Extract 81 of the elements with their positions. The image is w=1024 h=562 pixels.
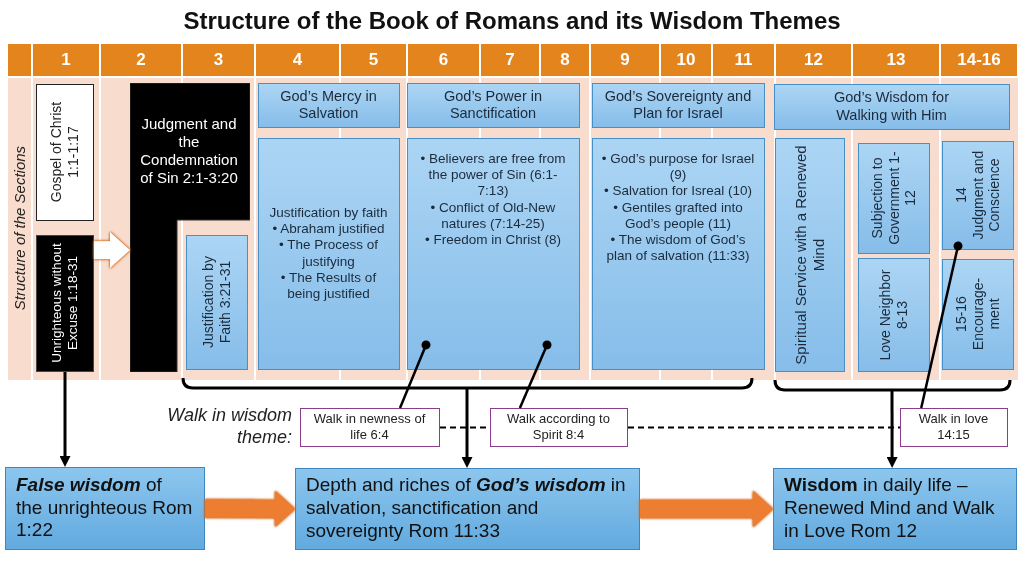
chapter-header: 1: [33, 44, 99, 76]
chapter-header: 7: [481, 44, 539, 76]
section-box: [130, 83, 250, 372]
chapter-header: 9: [591, 44, 659, 76]
block-arrow: [94, 232, 130, 269]
block-arrow: [204, 490, 295, 527]
heading-box: [592, 83, 765, 128]
walk-theme-text: Walk in newness of life 6:4: [312, 411, 427, 443]
summary-box: [5, 467, 205, 550]
chapter-header: 3: [183, 44, 254, 76]
list-item: • Conflict of Old-New natures (7:14-25): [429, 199, 557, 232]
list-item: • Freedom in Christ (8): [425, 231, 561, 249]
chapter-list-box: [258, 138, 400, 370]
heading-box: [774, 84, 1010, 130]
section-title: Encourage-ment: [969, 276, 1003, 353]
heading-text: God’s Sovereignty and Plan for Israel: [603, 87, 753, 123]
section-title: Justification by Faith 3:21-31: [199, 255, 234, 350]
chapter-header: 12: [776, 44, 851, 76]
section-title: Judgment and Conscience: [969, 149, 1003, 242]
section-title: 15-16: [952, 296, 970, 332]
summary-box: [295, 468, 640, 550]
summary-box: [773, 468, 1017, 550]
section-title: Gospel of Christ 1:1-1:17: [47, 100, 82, 205]
chapter-list-box: [407, 138, 580, 370]
section-box: [942, 259, 1014, 370]
section-title: Love Neighbor 8-13: [876, 267, 911, 363]
section-title: Subjection to Government 1-12: [868, 150, 919, 247]
heading-text: God’s Wisdom for Walking with Him: [833, 89, 950, 124]
chapter-header: 11: [713, 44, 774, 76]
summary-text: Depth and riches of God’s wisdom in salvation, sanctification and sovereignty Rom 11:33: [306, 474, 627, 543]
leader-line: [398, 340, 431, 409]
section-box: [942, 141, 1014, 250]
list-item: • The Results of being justified: [279, 269, 378, 303]
walk-theme-box: [900, 408, 1008, 447]
heading-box: [407, 83, 580, 128]
heading-text: God’s Mercy in Salvation: [279, 87, 378, 123]
chapter-header: 6: [408, 44, 479, 76]
list-item: • The wisdom of God’s plan of salvation (11:33): [605, 231, 751, 265]
list-item: • The Process of justifying: [278, 237, 379, 270]
chapter-header: 4: [256, 44, 339, 76]
dashed-line: [627, 426, 901, 429]
chapter-list-box: [592, 138, 765, 370]
section-box: [858, 258, 930, 372]
side-label: Structure of the Sections: [10, 145, 28, 311]
section-title: Unrighteous without Excuse 1:18-31: [48, 242, 81, 365]
leader-line: [920, 241, 963, 409]
title: Structure of the Book of Romans and its Wisdom Themes: [183, 7, 841, 35]
chapter-header: 5: [341, 44, 406, 76]
list-item: Justification by faith: [269, 204, 388, 222]
walk-theme-text: Walk in love 14:15: [917, 411, 990, 443]
walk-theme-text: Walk according to Spirit 8:4: [506, 411, 611, 443]
block-arrow: [640, 491, 773, 527]
section-box: [36, 235, 94, 372]
chapter-header: 14-16: [941, 44, 1017, 76]
list-item: • Abraham justified: [272, 221, 385, 238]
summary-text: Wisdom in daily life – Renewed Mind and Walk in Love Rom 12: [784, 474, 996, 543]
summary-text: False wisdom of the unrighteous Rom 1:22: [16, 473, 193, 543]
section-box: [858, 143, 930, 254]
section-box: [186, 235, 248, 370]
chapter-header: 10: [661, 44, 711, 76]
walk-theme-box: [300, 408, 440, 447]
section-box: [775, 138, 845, 372]
arrow: [59, 372, 71, 467]
chapter-header: 2: [101, 44, 181, 76]
arrow: [461, 388, 473, 468]
section-box: [36, 84, 94, 221]
arrow: [886, 390, 898, 468]
list-item: • Gentiles grafted into God’s people (11): [612, 199, 744, 232]
chapter-header: 13: [853, 44, 939, 76]
leader-line: [518, 340, 552, 409]
list-item: • Salvation for Isreal (10): [603, 183, 752, 200]
walk-theme-box: [490, 408, 628, 447]
section-title: 14: [952, 187, 970, 203]
section-title: Spiritual Service with a Renewed Mind: [791, 143, 828, 367]
heading-text: God’s Power in Sanctification: [442, 87, 544, 123]
chapter-header: 8: [541, 44, 589, 76]
list-item: • God’s purpose for Israel (9): [600, 151, 756, 184]
theme-label: Walk in wisdom theme:: [166, 405, 292, 449]
list-item: • Believers are free from the power of Sin (6:1-7:13): [419, 151, 567, 200]
section-title: Judgment and the Condemnation of Sin 2:1-3:20: [139, 115, 239, 187]
heading-box: [258, 83, 400, 128]
